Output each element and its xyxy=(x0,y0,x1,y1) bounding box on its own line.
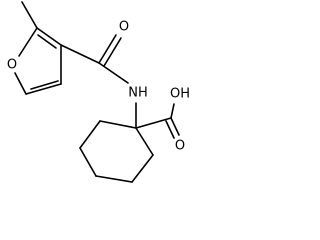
carbonyl-double-bond xyxy=(98,34,117,64)
carbonyl-double-bond-second xyxy=(103,37,122,67)
furan-c5-c4-double-bond-inner xyxy=(30,80,59,90)
carbonyl-oxygen-label: O xyxy=(119,20,129,35)
cyclohexane-bond-5 xyxy=(131,154,154,183)
cyclohexane-bond-4 xyxy=(95,175,133,183)
carboxyl-double-bond-second xyxy=(165,120,175,139)
carboxyl-carbon-bond xyxy=(135,117,172,129)
furan-c3-carbonyl-bond xyxy=(60,44,100,64)
acid-carbonyl-oxygen-label: O xyxy=(175,139,185,154)
cyclohexane-bond-1 xyxy=(99,120,137,129)
furan-oxygen-label: O xyxy=(7,58,17,73)
carboxyl-hydroxyl-bond xyxy=(170,103,175,119)
cyclohexane-bond-3 xyxy=(79,147,97,177)
molecule-structure: O O NH OH O xyxy=(7,1,190,183)
acid-hydroxyl-label: OH xyxy=(170,87,190,102)
furan-o-c5-bond xyxy=(14,72,27,95)
furan-c5-c4-double-bond xyxy=(25,83,62,95)
amide-nitrogen-label: NH xyxy=(128,86,148,101)
furan-c3-c2-double-bond xyxy=(36,27,62,46)
methyl-bond xyxy=(21,1,38,29)
carbonyl-nitrogen-bond xyxy=(98,62,129,84)
cyclohexane-bond-2 xyxy=(79,120,101,149)
cyclohexane-bond-6 xyxy=(135,127,154,156)
furan-c3-c2-double-bond-inner xyxy=(37,34,57,49)
carboxyl-double-bond xyxy=(170,117,180,136)
furan-c2-o-bond xyxy=(18,27,38,57)
